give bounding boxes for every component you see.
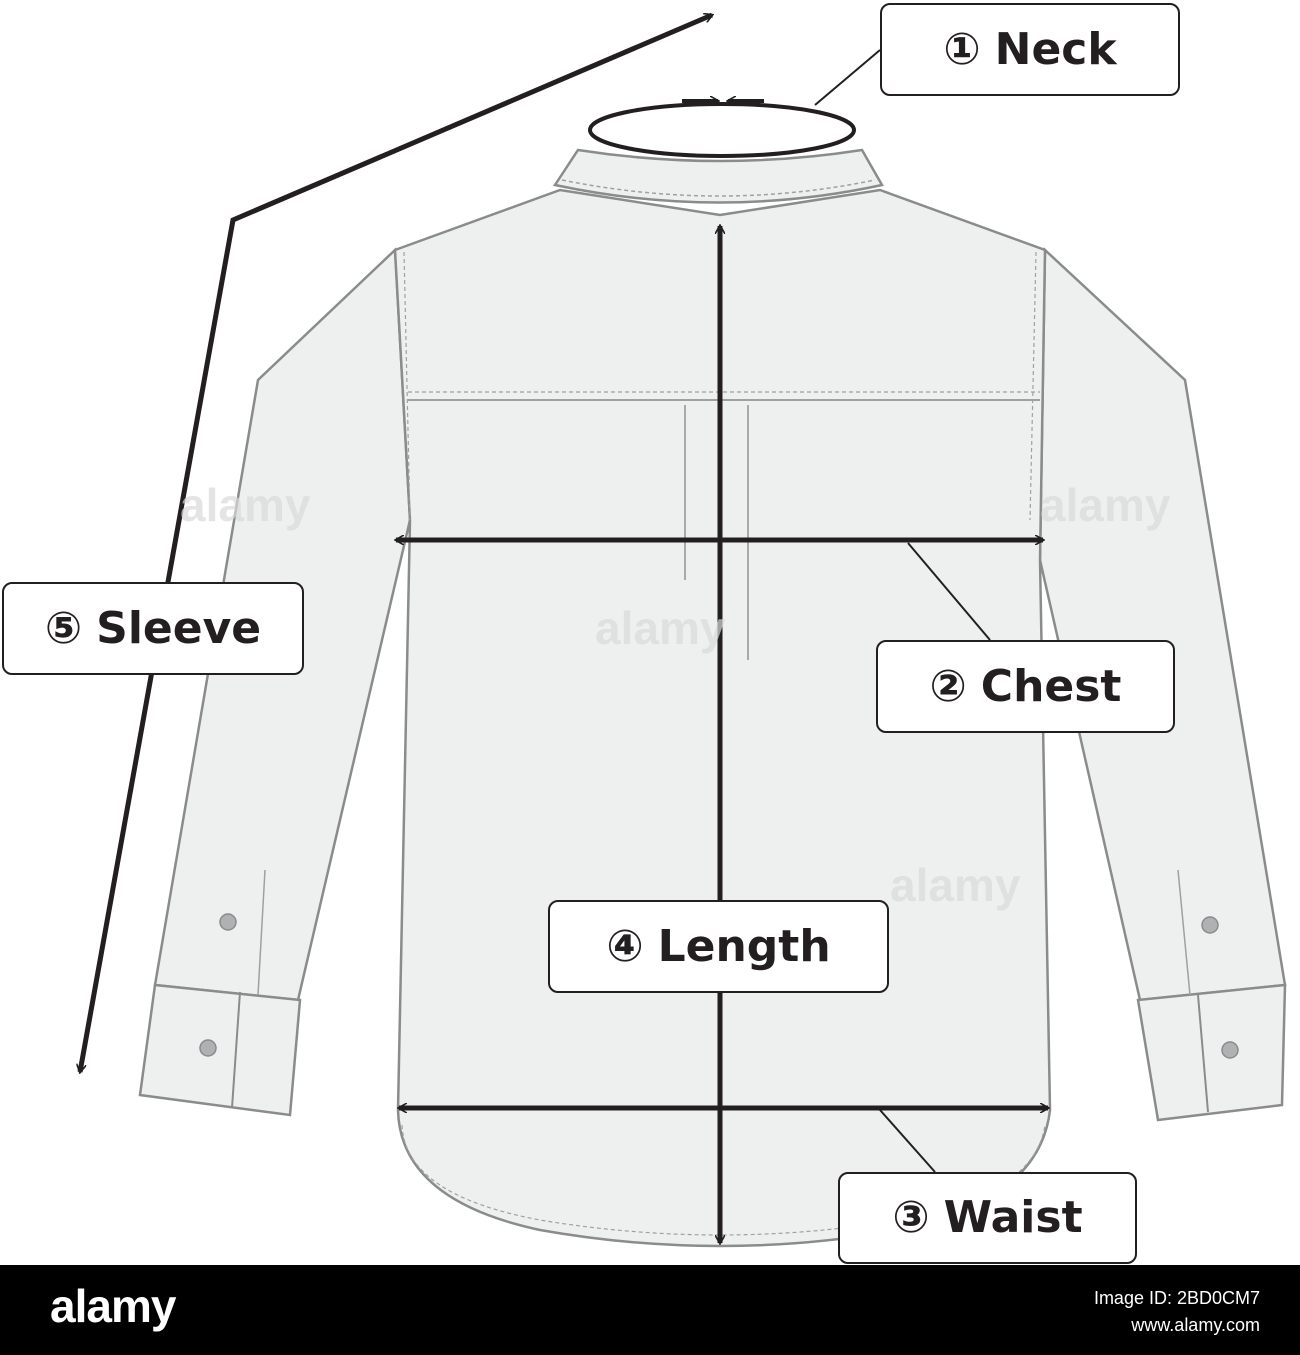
watermark-text: alamy bbox=[890, 859, 1021, 911]
sleeve-label-number: ⑤ bbox=[44, 602, 83, 654]
sleeve-measure-line bbox=[80, 12, 712, 1072]
right-sleeve bbox=[1038, 247, 1287, 1002]
right-cuff bbox=[1136, 983, 1287, 1122]
watermark-text: alamy bbox=[1040, 479, 1171, 531]
left-cuff-button bbox=[199, 1039, 217, 1057]
left-cuff bbox=[138, 983, 302, 1117]
watermark-text: alamy bbox=[180, 479, 311, 531]
waist-leader-line bbox=[879, 1109, 936, 1173]
sleeve-label-text: Sleeve bbox=[96, 602, 262, 654]
chest-label-number: ② bbox=[929, 660, 967, 712]
neck-label-text: Neck bbox=[994, 23, 1117, 75]
length-label-text: Length bbox=[657, 920, 831, 972]
length-label-number: ④ bbox=[606, 920, 644, 972]
watermark-text: alamy bbox=[595, 602, 726, 654]
chest-label: ② Chest bbox=[876, 640, 1175, 733]
right-cuff-button bbox=[1201, 916, 1219, 934]
waist-label-number: ③ bbox=[892, 1192, 930, 1243]
footer-image-info: Image ID: 2BD0CM7 www.alamy.com bbox=[1094, 1285, 1260, 1339]
chest-label-text: Chest bbox=[980, 660, 1122, 712]
measurement-lines bbox=[80, 12, 1048, 1243]
footer-bar bbox=[0, 1265, 1300, 1355]
left-cuff-button bbox=[219, 913, 237, 931]
length-label: ④ Length bbox=[548, 900, 889, 993]
chest-leader-line bbox=[907, 542, 991, 641]
neck-leader-line bbox=[814, 49, 881, 106]
sleeve-label: ⑤ Sleeve bbox=[2, 582, 304, 675]
neck-measure-ellipse bbox=[588, 102, 856, 158]
right-cuff-button bbox=[1221, 1041, 1239, 1059]
footer-image-id: Image ID: 2BD0CM7 bbox=[1093, 1288, 1260, 1308]
footer-site-url: www.alamy.com bbox=[1131, 1315, 1260, 1335]
neck-label: ① Neck bbox=[880, 3, 1180, 96]
footer-logo: alamy bbox=[50, 1280, 176, 1332]
waist-label: ③ Waist bbox=[838, 1172, 1137, 1264]
neck-label-number: ① bbox=[943, 23, 981, 75]
waist-label-text: Waist bbox=[943, 1192, 1083, 1243]
